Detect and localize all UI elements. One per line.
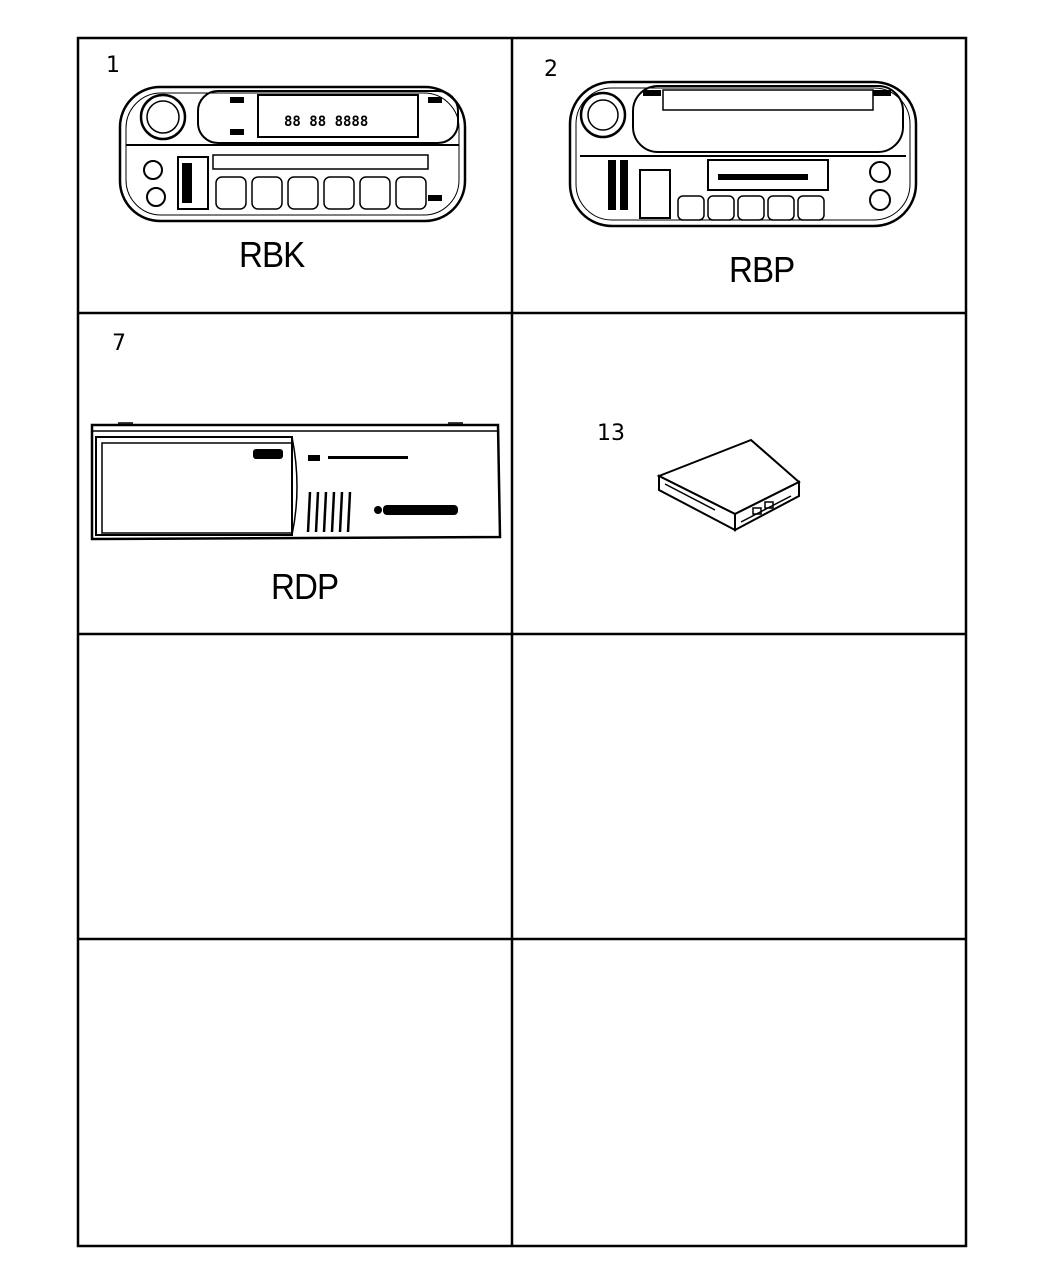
empty-cell [514,636,964,937]
callout-1: 1 [106,53,120,78]
callout-7: 7 [112,331,126,356]
radio-rbp-illustration [568,80,918,228]
empty-cell [514,941,964,1244]
svg-text:88 88 8888: 88 88 8888 [284,114,368,130]
module-box-illustration [656,438,801,532]
code-rbp: RBP [729,249,795,290]
radio-rbk-illustration: 88 88 8888 [118,85,467,223]
empty-cell [80,636,510,937]
empty-cell [80,941,510,1244]
callout-13: 13 [597,421,625,446]
callout-2: 2 [544,57,558,82]
code-rbk: RBK [239,234,305,275]
cd-changer-rdp-illustration [90,422,502,541]
code-rdp: RDP [271,566,339,607]
